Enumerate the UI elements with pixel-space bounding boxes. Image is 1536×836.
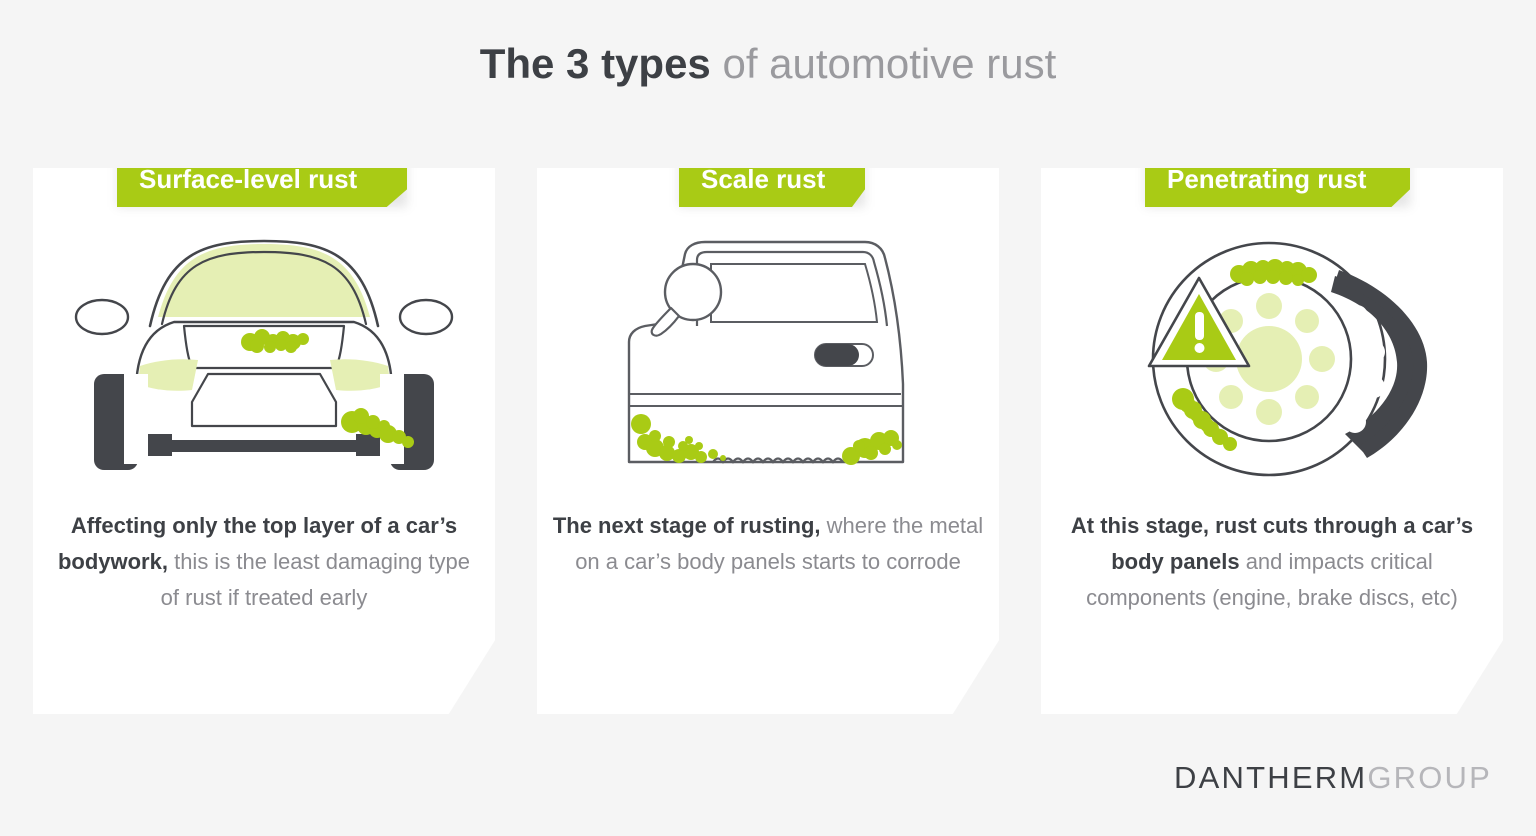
brake-disc-warning-icon bbox=[1041, 224, 1503, 494]
rust-spot bbox=[1172, 388, 1237, 451]
page-title-rest: of automotive rust bbox=[710, 40, 1057, 87]
caption-rest: this is the least damaging type of rust … bbox=[160, 549, 471, 610]
car-front-view-icon bbox=[33, 224, 495, 494]
card-banner-label: Penetrating rust bbox=[1145, 168, 1410, 207]
caption-lead: Affecting only the top layer of a car’s … bbox=[57, 513, 458, 574]
caliper-holes bbox=[1344, 305, 1385, 433]
rust-spot bbox=[631, 414, 726, 463]
logo-secondary: GROUP bbox=[1367, 760, 1492, 795]
card-surface-level-rust: Surface-level rust bbox=[33, 168, 495, 714]
brake-caliper-outer bbox=[1335, 270, 1428, 458]
card-penetrating-rust: Penetrating rust bbox=[1041, 168, 1503, 714]
card-caption: At this stage, rust cuts through a car’s… bbox=[1055, 508, 1489, 616]
caption-rest: where the metal on a car’s body panels s… bbox=[575, 513, 984, 574]
caption-rest: and impacts critical components (engine,… bbox=[1086, 549, 1458, 610]
rust-spot bbox=[341, 408, 414, 448]
card-banner-label: Surface-level rust bbox=[117, 168, 407, 207]
dantherm-group-logo: DANTHERMGROUP bbox=[1174, 760, 1492, 796]
page-title-strong: The 3 types bbox=[479, 40, 711, 87]
logo-primary: DANTHERM bbox=[1174, 760, 1368, 795]
card-caption: The next stage of rusting, where the met… bbox=[551, 508, 985, 580]
card-caption: Affecting only the top layer of a car’s … bbox=[47, 508, 481, 616]
rust-spot bbox=[241, 329, 309, 353]
caption-lead: The next stage of rusting, bbox=[552, 513, 821, 538]
rust-spot bbox=[842, 430, 902, 465]
rust-spot bbox=[1230, 259, 1317, 286]
card-scale-rust: Scale rust bbox=[537, 168, 999, 714]
page-title: The 3 types of automotive rust bbox=[0, 38, 1536, 90]
card-banner-label: Scale rust bbox=[679, 168, 865, 207]
caption-lead: At this stage, rust cuts through a car’s… bbox=[1070, 513, 1474, 574]
car-door-icon bbox=[537, 224, 999, 494]
hub-dots bbox=[1203, 293, 1335, 425]
card-row: Surface-level rust bbox=[33, 168, 1503, 716]
